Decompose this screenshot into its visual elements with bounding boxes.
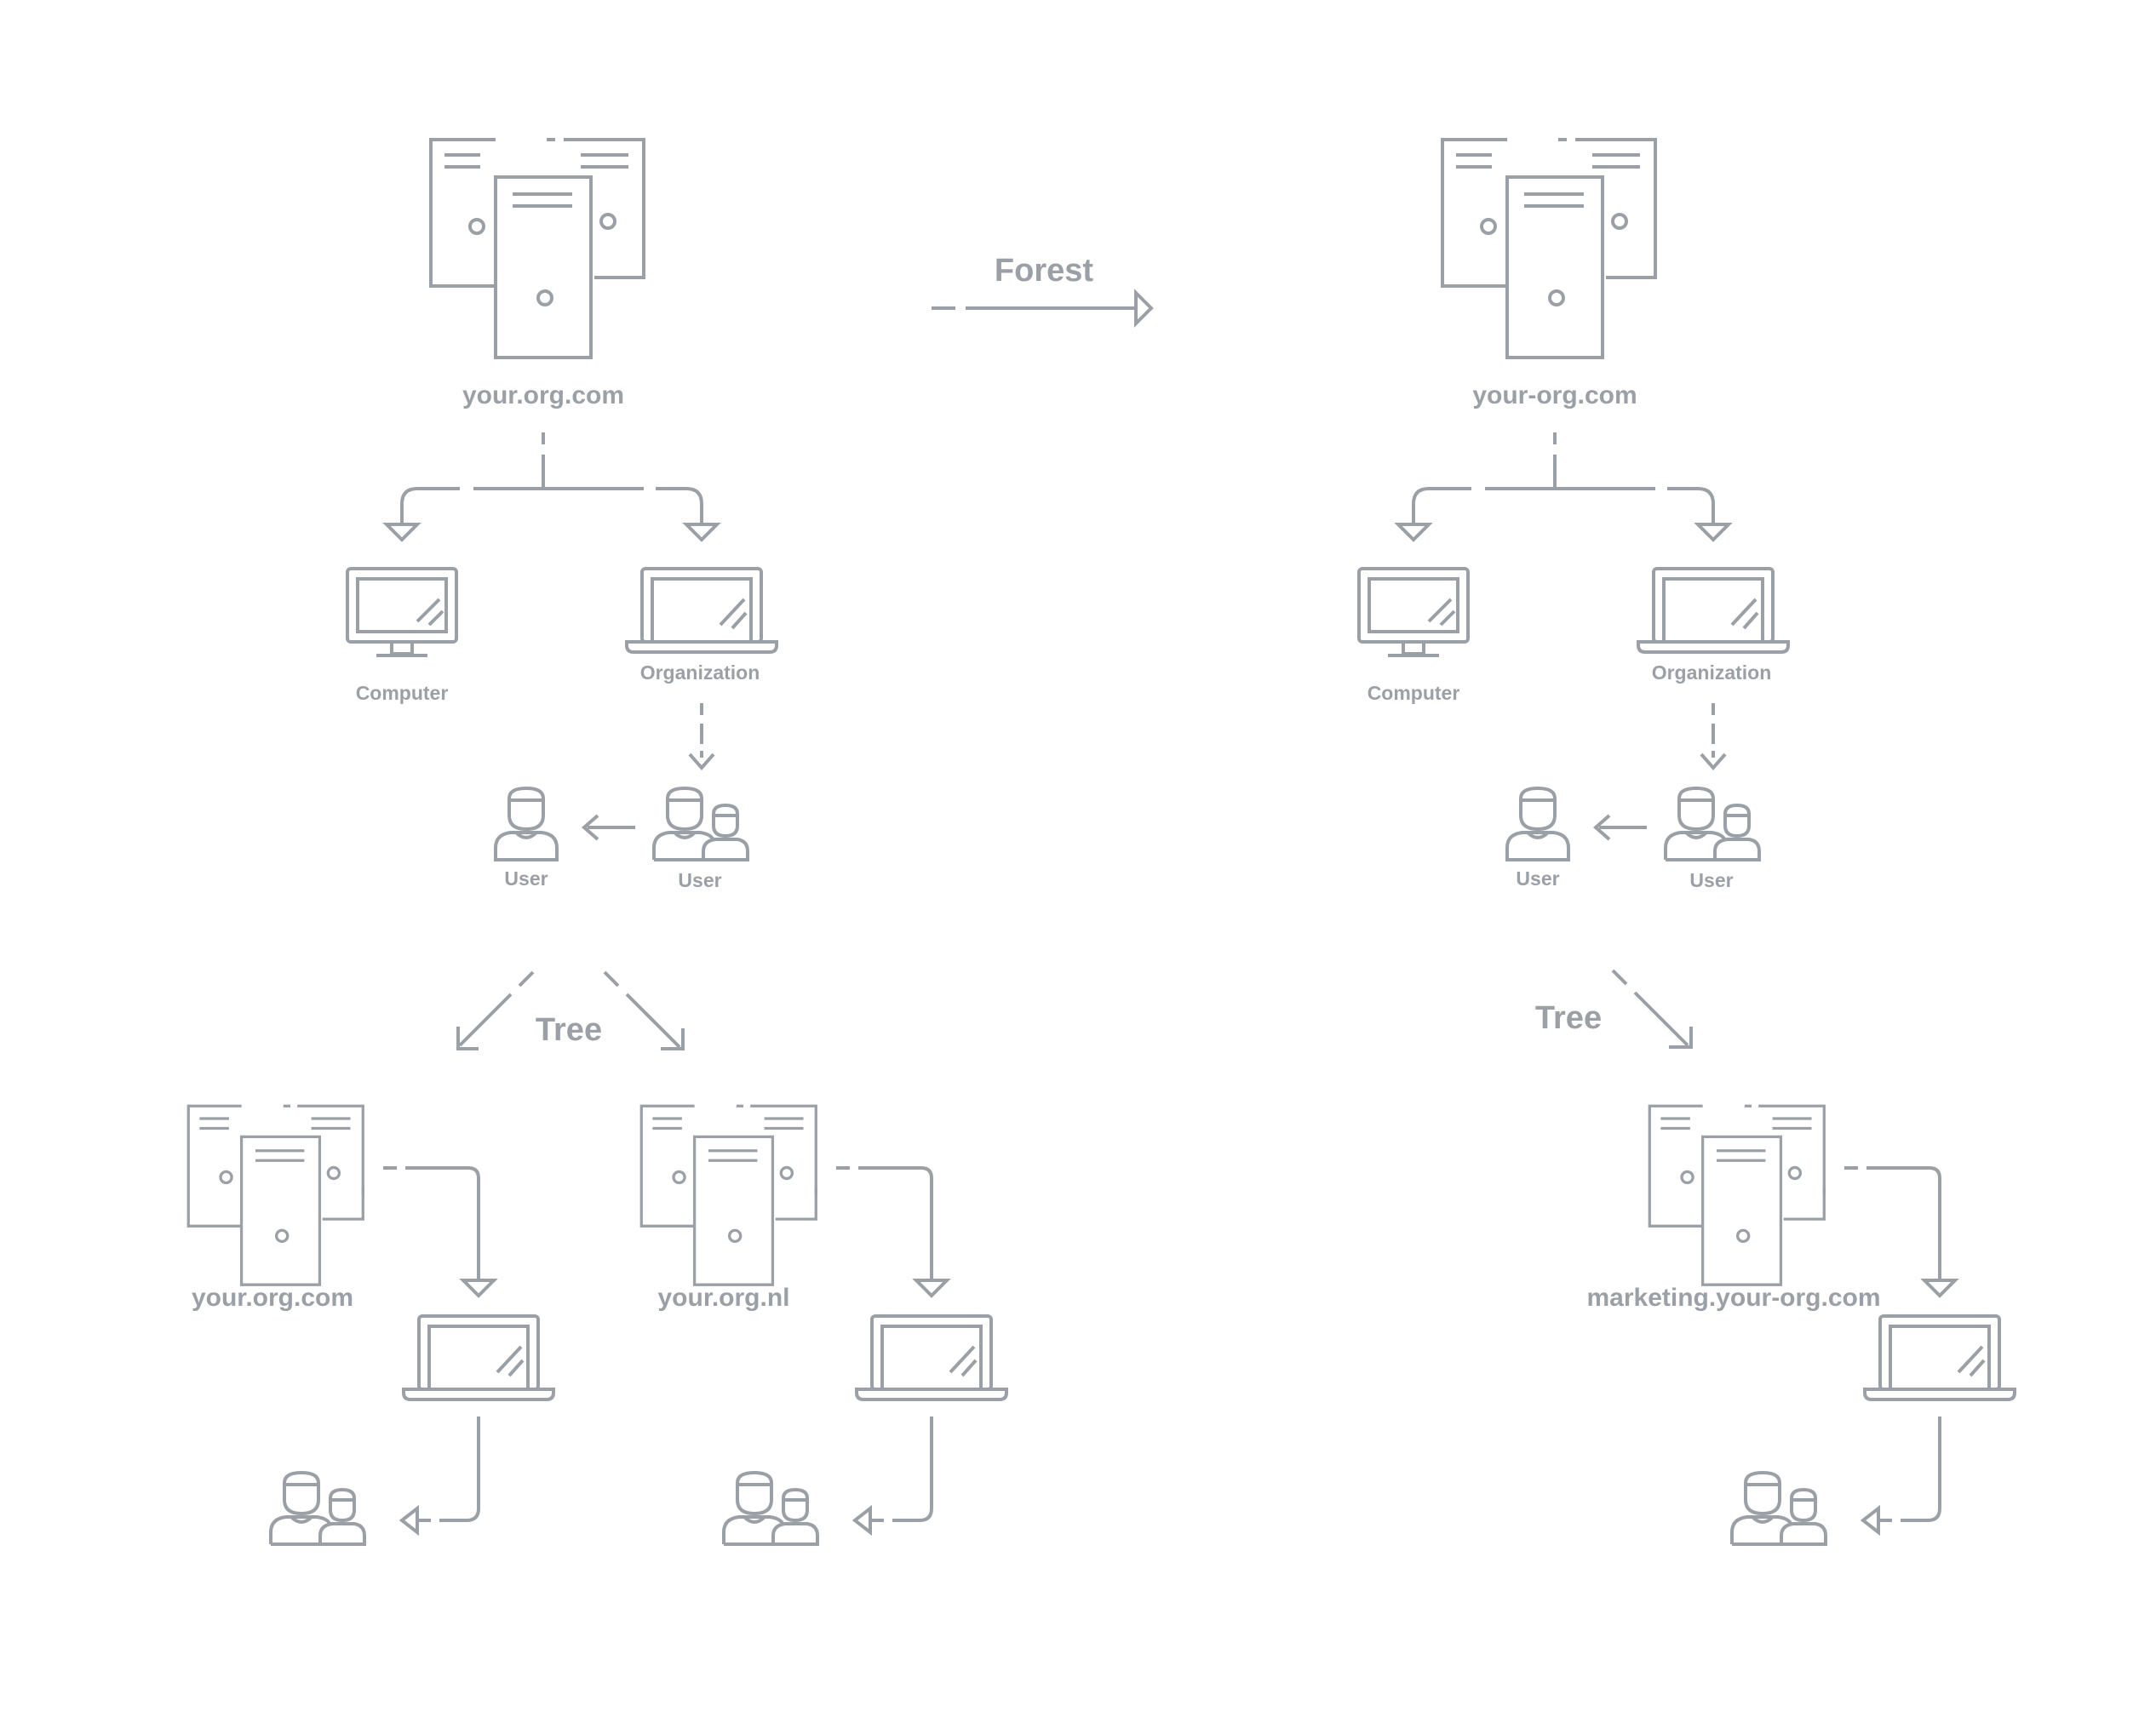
tree-label: Tree [1535, 1000, 1602, 1036]
user-group-icon [1664, 787, 1761, 861]
desktop-monitor-icon [1357, 567, 1470, 657]
user-single-label: User [1516, 867, 1559, 890]
user-group-label: User [1689, 869, 1733, 891]
child-domain-right-a: marketing.your-org.com [1586, 1104, 2016, 1546]
server-stack-icon [1648, 1104, 1826, 1286]
organization-label: Organization [640, 661, 760, 684]
user-single-label: User [504, 867, 548, 890]
domain-label: your.org.com [462, 381, 624, 409]
user-group-icon [1730, 1471, 1827, 1546]
right-tree-relation: Tree [1535, 969, 1693, 1049]
user-group-icon [652, 787, 749, 861]
arrow-icon [581, 814, 635, 841]
user-group-icon [722, 1471, 819, 1546]
forest-label: Forest [995, 253, 1093, 289]
user-group-icon [269, 1471, 366, 1546]
computer-label: Computer [1368, 682, 1460, 704]
user-icon [494, 787, 559, 861]
laptop-icon [402, 1314, 555, 1401]
server-stack-icon [639, 1104, 817, 1286]
laptop-icon [625, 567, 778, 654]
arrow-icon [688, 703, 715, 771]
child-domain-left-a: your.org.com [186, 1104, 555, 1546]
left-tree-relation: Tree [456, 970, 685, 1050]
laptop-icon [1863, 1314, 2016, 1401]
server-stack-icon [186, 1104, 364, 1286]
domain-label: your.org.com [192, 1284, 353, 1312]
branch-connector [382, 432, 721, 542]
branch-connector [1394, 432, 1733, 542]
user-group-label: User [678, 869, 721, 891]
organization-label: Organization [1652, 661, 1772, 684]
user-icon [1505, 787, 1570, 861]
arrow-icon [1592, 814, 1647, 841]
child-domain-left-b: your.org.nl [639, 1104, 1008, 1546]
domain-label: your-org.com [1472, 381, 1637, 409]
right-domain: your-org.com Computer Organization User [1357, 138, 1790, 891]
server-stack-icon [429, 138, 645, 359]
tree-label: Tree [536, 1012, 602, 1048]
forest-relation: Forest [932, 253, 1154, 328]
left-domain: your.org.com Computer Organization User [346, 138, 778, 891]
domain-label: marketing.your-org.com [1586, 1284, 1880, 1312]
server-stack-icon [1441, 138, 1657, 359]
desktop-monitor-icon [346, 567, 458, 657]
domain-label: your.org.nl [657, 1284, 789, 1312]
laptop-icon [855, 1314, 1008, 1401]
computer-label: Computer [356, 682, 449, 704]
laptop-icon [1637, 567, 1790, 654]
arrow-icon [1700, 703, 1727, 771]
